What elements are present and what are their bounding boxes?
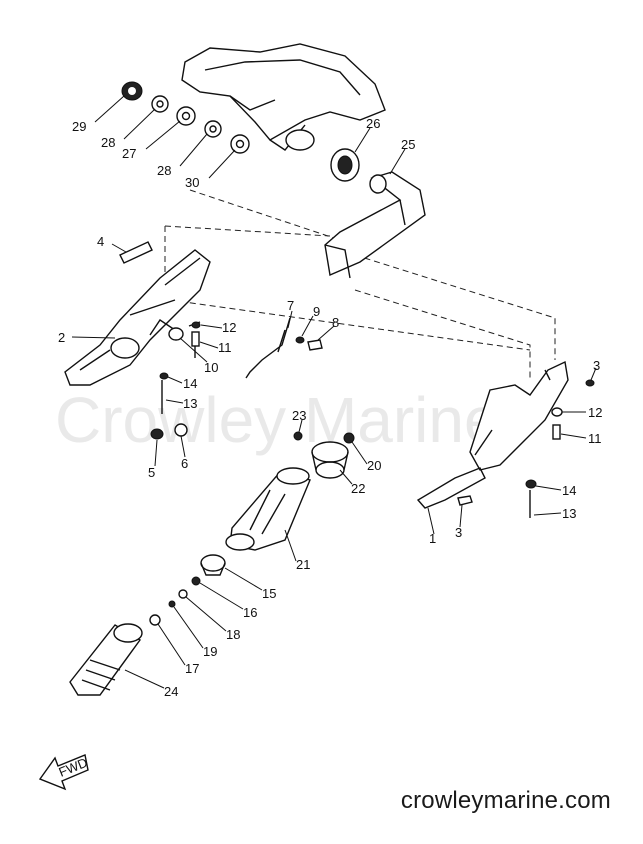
cap-15 [200,554,226,576]
callout-5: 5 [148,465,155,480]
callout-22: 22 [351,481,365,496]
callout-labels: 29 28 27 28 30 26 25 4 2 7 9 8 12 11 10 … [58,116,602,699]
callout-12: 12 [588,405,602,420]
callout-23: 23 [292,408,306,423]
fwd-arrow-icon: FWD [38,754,90,791]
callout-13: 13 [183,396,197,411]
callout-20: 20 [367,458,381,473]
callout-13: 13 [562,506,576,521]
callout-14: 14 [562,483,576,498]
callout-9: 9 [313,304,320,319]
fasteners-8-9 [295,336,323,351]
steering-arm-25 [324,171,426,279]
left-bracket-2 [64,249,211,386]
callout-12: 12 [222,320,236,335]
callout-8: 8 [332,315,339,330]
washer-28b [204,120,222,138]
callout-4: 4 [97,234,104,249]
callout-29: 29 [72,119,86,134]
callout-18: 18 [226,627,240,642]
callout-19: 19 [203,644,217,659]
collar-22 [311,441,349,479]
callout-24: 24 [164,684,178,699]
callout-27: 27 [122,146,136,161]
callout-3: 3 [593,358,600,373]
washer-30 [230,134,250,154]
callout-7: 7 [287,298,294,313]
washer-27 [176,106,196,126]
hardware-right [457,379,595,518]
callout-15: 15 [262,586,276,601]
nut-20 [343,432,355,444]
callout-28: 28 [157,163,171,178]
callout-30: 30 [185,175,199,190]
callout-25: 25 [401,137,415,152]
bushing-26 [330,148,360,182]
site-url: crowleymarine.com [400,787,611,814]
callout-3: 3 [455,525,462,540]
plate-4 [119,241,153,264]
leader-lines [71,95,597,689]
watermark-text: Crowley Marine [55,384,500,456]
callout-17: 17 [185,661,199,676]
screw-17 [149,614,161,626]
callout-6: 6 [181,456,188,471]
right-bracket-1 [416,360,569,509]
callout-28: 28 [101,135,115,150]
callout-26: 26 [366,116,380,131]
callout-16: 16 [243,605,257,620]
throttle-grip-21 [225,467,311,551]
washer-28a [151,95,169,113]
callout-11: 11 [588,431,602,446]
washers-16-18-19 [168,576,201,608]
callout-11: 11 [218,340,232,355]
upper-housing [181,43,386,151]
callout-14: 14 [183,376,197,391]
callout-10: 10 [204,360,218,375]
grip-sleeve-24 [69,623,143,696]
screw-23 [293,431,303,441]
callout-21: 21 [296,557,310,572]
bushing-29 [121,81,143,101]
wire-7 [245,317,291,379]
callout-2: 2 [58,330,65,345]
callout-1: 1 [429,531,436,546]
